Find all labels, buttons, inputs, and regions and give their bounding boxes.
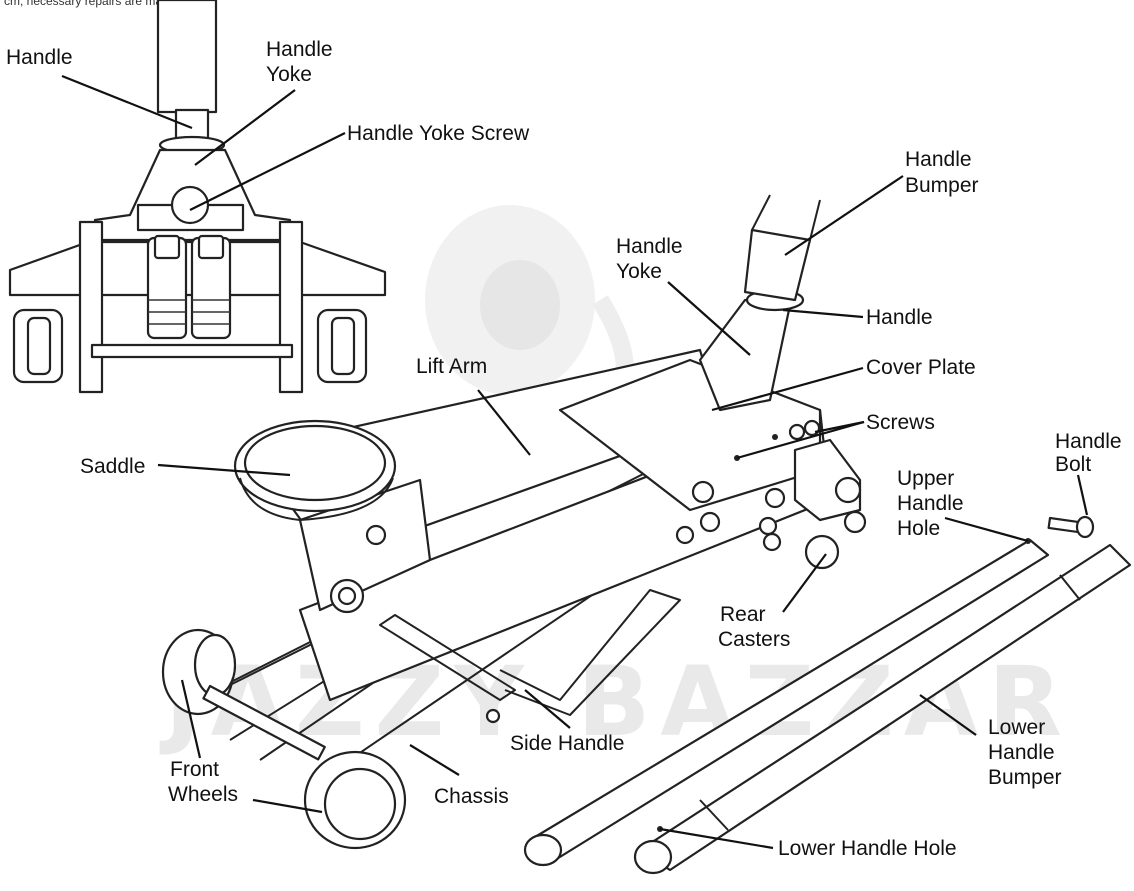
label-front-wheels-line1: Front	[170, 758, 219, 781]
label-lower-handle-bumper-line2: Handle	[988, 741, 1055, 764]
leader-lines	[61, 74, 1089, 850]
label-cover-plate: Cover Plate	[866, 356, 976, 379]
label-handle-bolt-line2: Bolt	[1055, 453, 1091, 476]
label-upper-handle-hole-line1: Upper	[897, 467, 954, 490]
handle-bumper	[743, 228, 812, 302]
label-handle-yoke-front-line2: Yoke	[266, 63, 312, 86]
front-view-inset	[8, 0, 387, 394]
label-screws: Screws	[866, 411, 935, 434]
handle-yoke	[698, 298, 792, 412]
front-view-right-plate	[278, 220, 304, 394]
front-view-cylinders	[146, 234, 232, 340]
label-handle-yoke-line2: Yoke	[616, 260, 662, 283]
labels: Handle Handle Yoke Handle Yoke Screw Han…	[6, 38, 1122, 860]
label-lower-handle-hole: Lower Handle Hole	[778, 837, 957, 860]
label-handle-yoke-front-line1: Handle	[266, 38, 333, 61]
lower-handle-bumper-tube	[633, 543, 1132, 875]
handle-bolt	[1047, 515, 1095, 539]
label-handle: Handle	[866, 306, 933, 329]
label-chassis: Chassis	[434, 785, 509, 808]
front-wheels	[161, 628, 407, 850]
label-lower-handle-bumper-line3: Bumper	[988, 766, 1062, 789]
label-rear-casters-line1: Rear	[720, 603, 766, 626]
side-plate-bolts	[365, 480, 786, 724]
label-handle-bolt-line1: Handle	[1055, 430, 1122, 453]
label-handle-yoke-line1: Handle	[616, 235, 683, 258]
screw-2	[803, 419, 821, 437]
upper-handle-tube	[523, 538, 1050, 867]
side-handle	[499, 589, 681, 716]
label-handle-bumper-line1: Handle	[905, 148, 972, 171]
front-view-left-plate	[78, 220, 104, 394]
label-front-wheels-line2: Wheels	[168, 783, 238, 806]
label-rear-casters-line2: Casters	[718, 628, 790, 651]
label-side-handle: Side Handle	[510, 732, 624, 755]
label-handle-front: Handle	[6, 46, 73, 69]
front-view-yoke-screw	[170, 185, 210, 225]
screw-1	[788, 423, 806, 441]
label-lower-handle-bumper-line1: Lower	[988, 716, 1045, 739]
rear-casters	[793, 438, 867, 570]
label-upper-handle-hole-line2: Handle	[897, 492, 964, 515]
label-lift-arm: Lift Arm	[416, 355, 487, 378]
floor-jack-main	[161, 194, 867, 850]
front-view-handle	[156, 0, 218, 114]
label-handle-bumper-line2: Bumper	[905, 174, 979, 197]
label-saddle: Saddle	[80, 455, 145, 478]
label-handle-yoke-screw: Handle Yoke Screw	[347, 122, 530, 145]
label-upper-handle-hole-line3: Hole	[897, 517, 940, 540]
front-view-axle	[90, 343, 294, 359]
front-view-handle-stem	[174, 108, 210, 142]
header-fragment: cm, necessary repairs are made.	[4, 0, 179, 8]
